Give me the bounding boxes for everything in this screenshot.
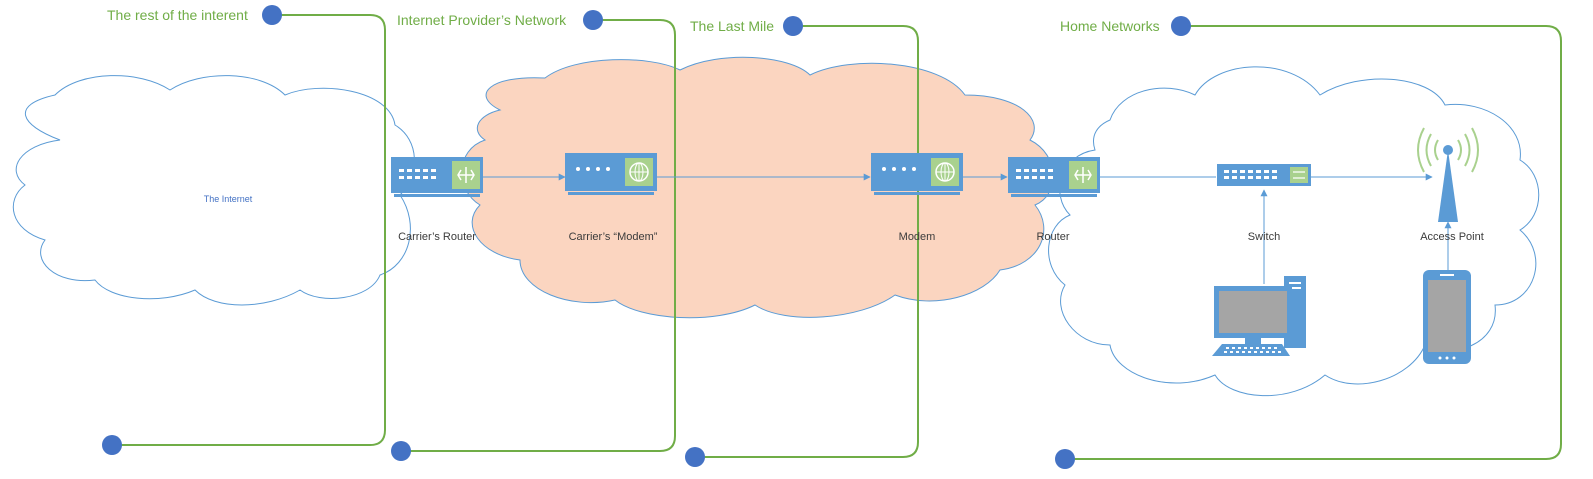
zone-dot-internet-bottom — [102, 435, 122, 455]
zone-dot-internet-top — [262, 5, 282, 25]
zone-dot-provider-bottom — [391, 441, 411, 461]
zone-dot-provider-top — [583, 10, 603, 30]
modem-icon — [871, 153, 963, 195]
carrier-router-label: Carrier’s Router — [398, 231, 476, 243]
carrier-modem-icon — [565, 153, 657, 195]
smartphone-icon — [1423, 270, 1471, 364]
internet-cloud-label: The Internet — [204, 194, 253, 204]
zone-line-home — [1065, 25, 1562, 460]
router-icon — [1008, 157, 1100, 197]
zone-label-home: Home Networks — [1060, 18, 1160, 34]
switch-label: Switch — [1248, 231, 1280, 243]
zone-line-internet — [112, 14, 386, 446]
zone-line-last-mile — [695, 25, 919, 458]
zone-dot-home-top — [1171, 16, 1191, 36]
connections — [483, 173, 1452, 284]
access-point-label: Access Point — [1420, 231, 1484, 243]
carrier-modem-label: Carrier’s “Modem” — [569, 231, 658, 243]
desktop-computer-icon — [1212, 276, 1306, 356]
access-point-icon — [1417, 127, 1479, 222]
zone-dot-last-mile-top — [783, 16, 803, 36]
zone-dot-last-mile-bottom — [685, 447, 705, 467]
zone-label-internet: The rest of the interent — [107, 7, 248, 23]
carrier-router-icon — [391, 157, 483, 197]
router-label: Router — [1036, 231, 1069, 243]
zone-line-provider — [401, 19, 676, 452]
modem-label: Modem — [899, 231, 936, 243]
provider-cloud — [461, 56, 1054, 319]
zone-label-provider: Internet Provider’s Network — [397, 12, 567, 28]
zone-dot-home-bottom — [1055, 449, 1075, 469]
zone-label-last-mile: The Last Mile — [690, 18, 774, 34]
switch-icon — [1217, 164, 1311, 186]
internet-cloud: The Internet — [12, 75, 415, 306]
